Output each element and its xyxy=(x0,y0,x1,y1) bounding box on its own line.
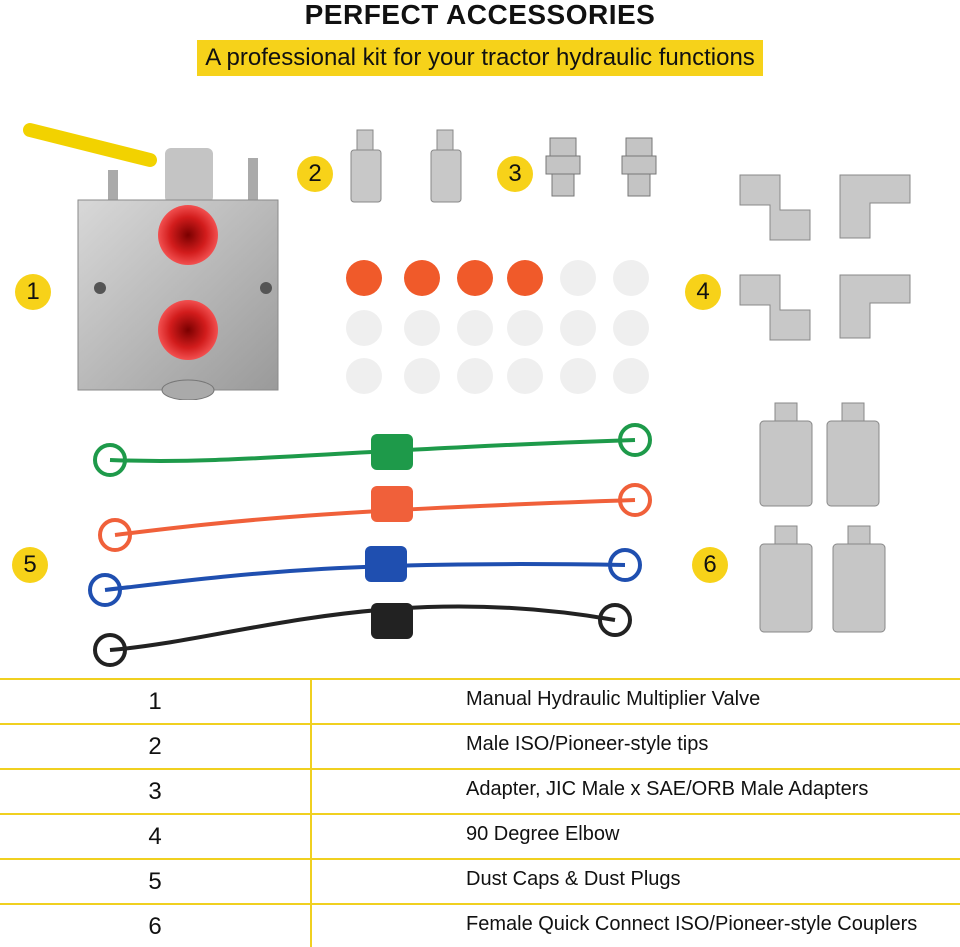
badge-6: 6 xyxy=(692,547,728,583)
accessories-table: 1 Manual Hydraulic Multiplier Valve 2 Ma… xyxy=(0,678,960,947)
row-number: 5 xyxy=(148,868,162,895)
badge-1: 1 xyxy=(15,274,51,310)
multiplier-valve-image xyxy=(23,123,279,400)
male-tips-image xyxy=(350,129,462,203)
row-description: Male ISO/Pioneer-style tips xyxy=(466,733,709,755)
row-description: Female Quick Connect ISO/Pioneer-style C… xyxy=(466,913,918,935)
page-subtitle: A professional kit for your tractor hydr… xyxy=(197,40,763,76)
elbows-image xyxy=(739,174,911,341)
badge-5: 5 xyxy=(12,547,48,583)
row-description: Adapter, JIC Male x SAE/ORB Male Adapter… xyxy=(466,778,869,800)
row-number: 4 xyxy=(148,823,162,850)
table-row: 6 Female Quick Connect ISO/Pioneer-style… xyxy=(0,903,960,947)
table-row: 4 90 Degree Elbow xyxy=(0,813,960,858)
badge-2: 2 xyxy=(297,156,333,192)
dust-plugs-image xyxy=(88,423,652,667)
badge-4: 4 xyxy=(685,274,721,310)
row-number: 3 xyxy=(148,778,162,805)
row-description: Dust Caps & Dust Plugs xyxy=(466,868,681,890)
table-row: 2 Male ISO/Pioneer-style tips xyxy=(0,723,960,768)
table-row: 3 Adapter, JIC Male x SAE/ORB Male Adapt… xyxy=(0,768,960,813)
row-description: Manual Hydraulic Multiplier Valve xyxy=(466,688,761,710)
page-title: PERFECT ACCESSORIES xyxy=(304,0,656,30)
table-row: 1 Manual Hydraulic Multiplier Valve xyxy=(0,678,960,723)
female-couplers-image xyxy=(759,402,886,633)
badge-3: 3 xyxy=(497,156,533,192)
row-number: 6 xyxy=(148,913,162,940)
table-row: 5 Dust Caps & Dust Plugs xyxy=(0,858,960,903)
dust-caps-image xyxy=(346,260,649,394)
row-number: 2 xyxy=(148,733,162,760)
row-description: 90 Degree Elbow xyxy=(466,823,620,845)
row-number: 1 xyxy=(148,688,162,715)
adapters-image xyxy=(545,137,657,197)
